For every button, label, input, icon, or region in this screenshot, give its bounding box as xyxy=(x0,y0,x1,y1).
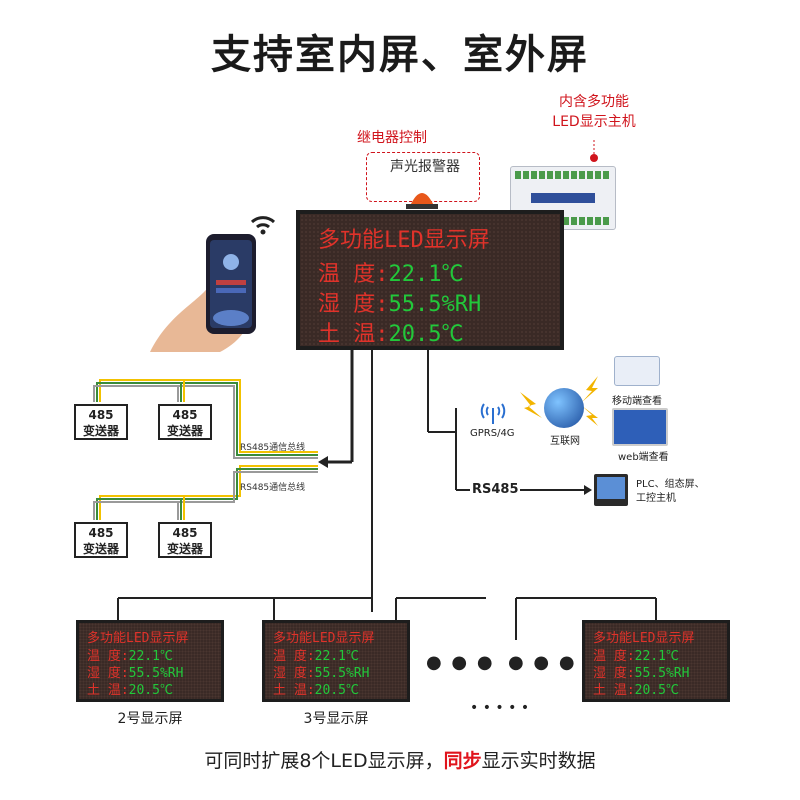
bus-label: RS485通信总线 xyxy=(240,483,306,493)
soil-temp-value: 20.5℃ xyxy=(128,683,173,698)
small-led-screen: 多功能LED显示屏 温 度:22.1℃ 湿 度:55.5%RH 土 温:20.5… xyxy=(262,620,410,702)
globe-icon xyxy=(544,388,584,428)
small-screen-row: 湿 度:55.5%RH xyxy=(87,662,183,681)
main-screen-row: 温 度:22.1℃ xyxy=(318,256,463,288)
more-captions-dots: • • • • • xyxy=(470,700,530,716)
temp-value: 22.1℃ xyxy=(388,262,464,287)
main-screen-row: 土 温:20.5℃ xyxy=(318,316,463,348)
page-title: 支持室内屏、室外屏 xyxy=(211,32,589,78)
transmitter-line2: 变送器 xyxy=(82,542,119,556)
temp-label: 温 度: xyxy=(318,262,389,287)
main-screen-header: 多功能LED显示屏 xyxy=(318,228,490,253)
small-led-screen: 多功能LED显示屏 温 度:22.1℃ 湿 度:55.5%RH 土 温:20.5… xyxy=(76,620,224,702)
soil-temp-label: 土 温: xyxy=(273,683,315,698)
mobile-view-label: 移动端查看 xyxy=(612,396,662,407)
main-screen-row: 湿 度:55.5%RH xyxy=(318,286,481,318)
temp-value: 22.1℃ xyxy=(128,649,173,664)
host-note: 内含多功能 LED显示主机 xyxy=(536,92,652,132)
host-note-line1: 内含多功能 xyxy=(559,94,629,110)
temp-label: 温 度: xyxy=(593,649,635,664)
transmitter-box: 485 变送器 xyxy=(158,522,212,558)
small-screen-row: 土 温:20.5℃ xyxy=(87,679,173,698)
transmitter-line1: 485 xyxy=(88,408,114,422)
plc-label-line2: 工控主机 xyxy=(636,493,676,504)
internet-label: 互联网 xyxy=(550,436,580,447)
bottom-caption-highlight: 同步 xyxy=(443,750,482,772)
small-led-screen: 多功能LED显示屏 温 度:22.1℃ 湿 度:55.5%RH 土 温:20.5… xyxy=(582,620,730,702)
humidity-value: 55.5%RH xyxy=(634,666,690,681)
bottom-caption-pre: 可同时扩展8个LED显示屏， xyxy=(204,750,444,772)
plc-panel-icon xyxy=(594,474,628,506)
antenna-icon xyxy=(480,398,506,428)
main-led-screen: 多功能LED显示屏 温 度:22.1℃ 湿 度:55.5%RH 土 温:20.5… xyxy=(296,210,564,350)
humidity-label: 湿 度: xyxy=(273,666,315,681)
small-screen-row: 湿 度:55.5%RH xyxy=(593,662,689,681)
screen-caption: 3号显示屏 xyxy=(303,711,369,727)
bottom-caption: 可同时扩展8个LED显示屏，同步显示实时数据 xyxy=(0,746,800,773)
transmitter-line2: 变送器 xyxy=(82,424,119,438)
small-screen-row: 土 温:20.5℃ xyxy=(273,679,359,698)
soil-temp-value: 20.5℃ xyxy=(314,683,359,698)
bottom-caption-post: 显示实时数据 xyxy=(481,750,596,772)
humidity-value: 55.5%RH xyxy=(388,292,482,317)
mobile-device-icon xyxy=(614,356,660,386)
transmitter-line1: 485 xyxy=(172,408,198,422)
phone-hand-image xyxy=(140,222,268,362)
relay-note: 继电器控制 xyxy=(357,130,427,146)
more-screens-dots: ● ● ● xyxy=(508,652,577,673)
small-screen-row: 湿 度:55.5%RH xyxy=(273,662,369,681)
transmitter-box: 485 变送器 xyxy=(74,522,128,558)
host-note-line2: LED显示主机 xyxy=(552,114,636,130)
alarm-note: 声光报警器 xyxy=(390,159,460,175)
humidity-label: 湿 度: xyxy=(318,292,389,317)
transmitter-box: 485 变送器 xyxy=(158,404,212,440)
humidity-label: 湿 度: xyxy=(87,666,129,681)
temp-label: 温 度: xyxy=(87,649,129,664)
transmitter-box: 485 变送器 xyxy=(74,404,128,440)
temp-value: 22.1℃ xyxy=(634,649,679,664)
transmitter-line2: 变送器 xyxy=(166,542,203,556)
alarm-light-icon xyxy=(402,182,442,214)
plc-label-line1: PLC、组态屏、 xyxy=(636,479,705,490)
small-screen-row: 温 度:22.1℃ xyxy=(593,645,679,664)
small-screen-header: 多功能LED显示屏 xyxy=(87,631,189,646)
transmitter-line1: 485 xyxy=(172,526,198,540)
more-screens-dots: ● ● ● xyxy=(426,652,495,673)
transmitter-line2: 变送器 xyxy=(166,424,203,438)
humidity-value: 55.5%RH xyxy=(314,666,370,681)
web-view-label: web端查看 xyxy=(618,452,669,463)
plc-label: PLC、组态屏、 工控主机 xyxy=(636,478,705,506)
temp-value: 22.1℃ xyxy=(314,649,359,664)
soil-temp-label: 土 温: xyxy=(593,683,635,698)
temp-label: 温 度: xyxy=(273,649,315,664)
small-screen-row: 温 度:22.1℃ xyxy=(273,645,359,664)
bus-label: RS485通信总线 xyxy=(240,443,306,453)
small-screen-row: 温 度:22.1℃ xyxy=(87,645,173,664)
small-screen-header: 多功能LED显示屏 xyxy=(273,631,375,646)
wifi-icon xyxy=(248,210,278,240)
humidity-label: 湿 度: xyxy=(593,666,635,681)
small-screen-header: 多功能LED显示屏 xyxy=(593,631,695,646)
rs485-label: RS485 xyxy=(472,482,519,497)
humidity-value: 55.5%RH xyxy=(128,666,184,681)
screen-caption: 2号显示屏 xyxy=(117,711,183,727)
web-monitor-icon xyxy=(612,408,668,446)
gprs-label: GPRS/4G xyxy=(470,428,515,439)
soil-temp-label: 土 温: xyxy=(318,322,389,347)
small-screen-row: 土 温:20.5℃ xyxy=(593,679,679,698)
transmitter-line1: 485 xyxy=(88,526,114,540)
soil-temp-value: 20.5℃ xyxy=(634,683,679,698)
soil-temp-value: 20.5℃ xyxy=(388,322,464,347)
soil-temp-label: 土 温: xyxy=(87,683,129,698)
